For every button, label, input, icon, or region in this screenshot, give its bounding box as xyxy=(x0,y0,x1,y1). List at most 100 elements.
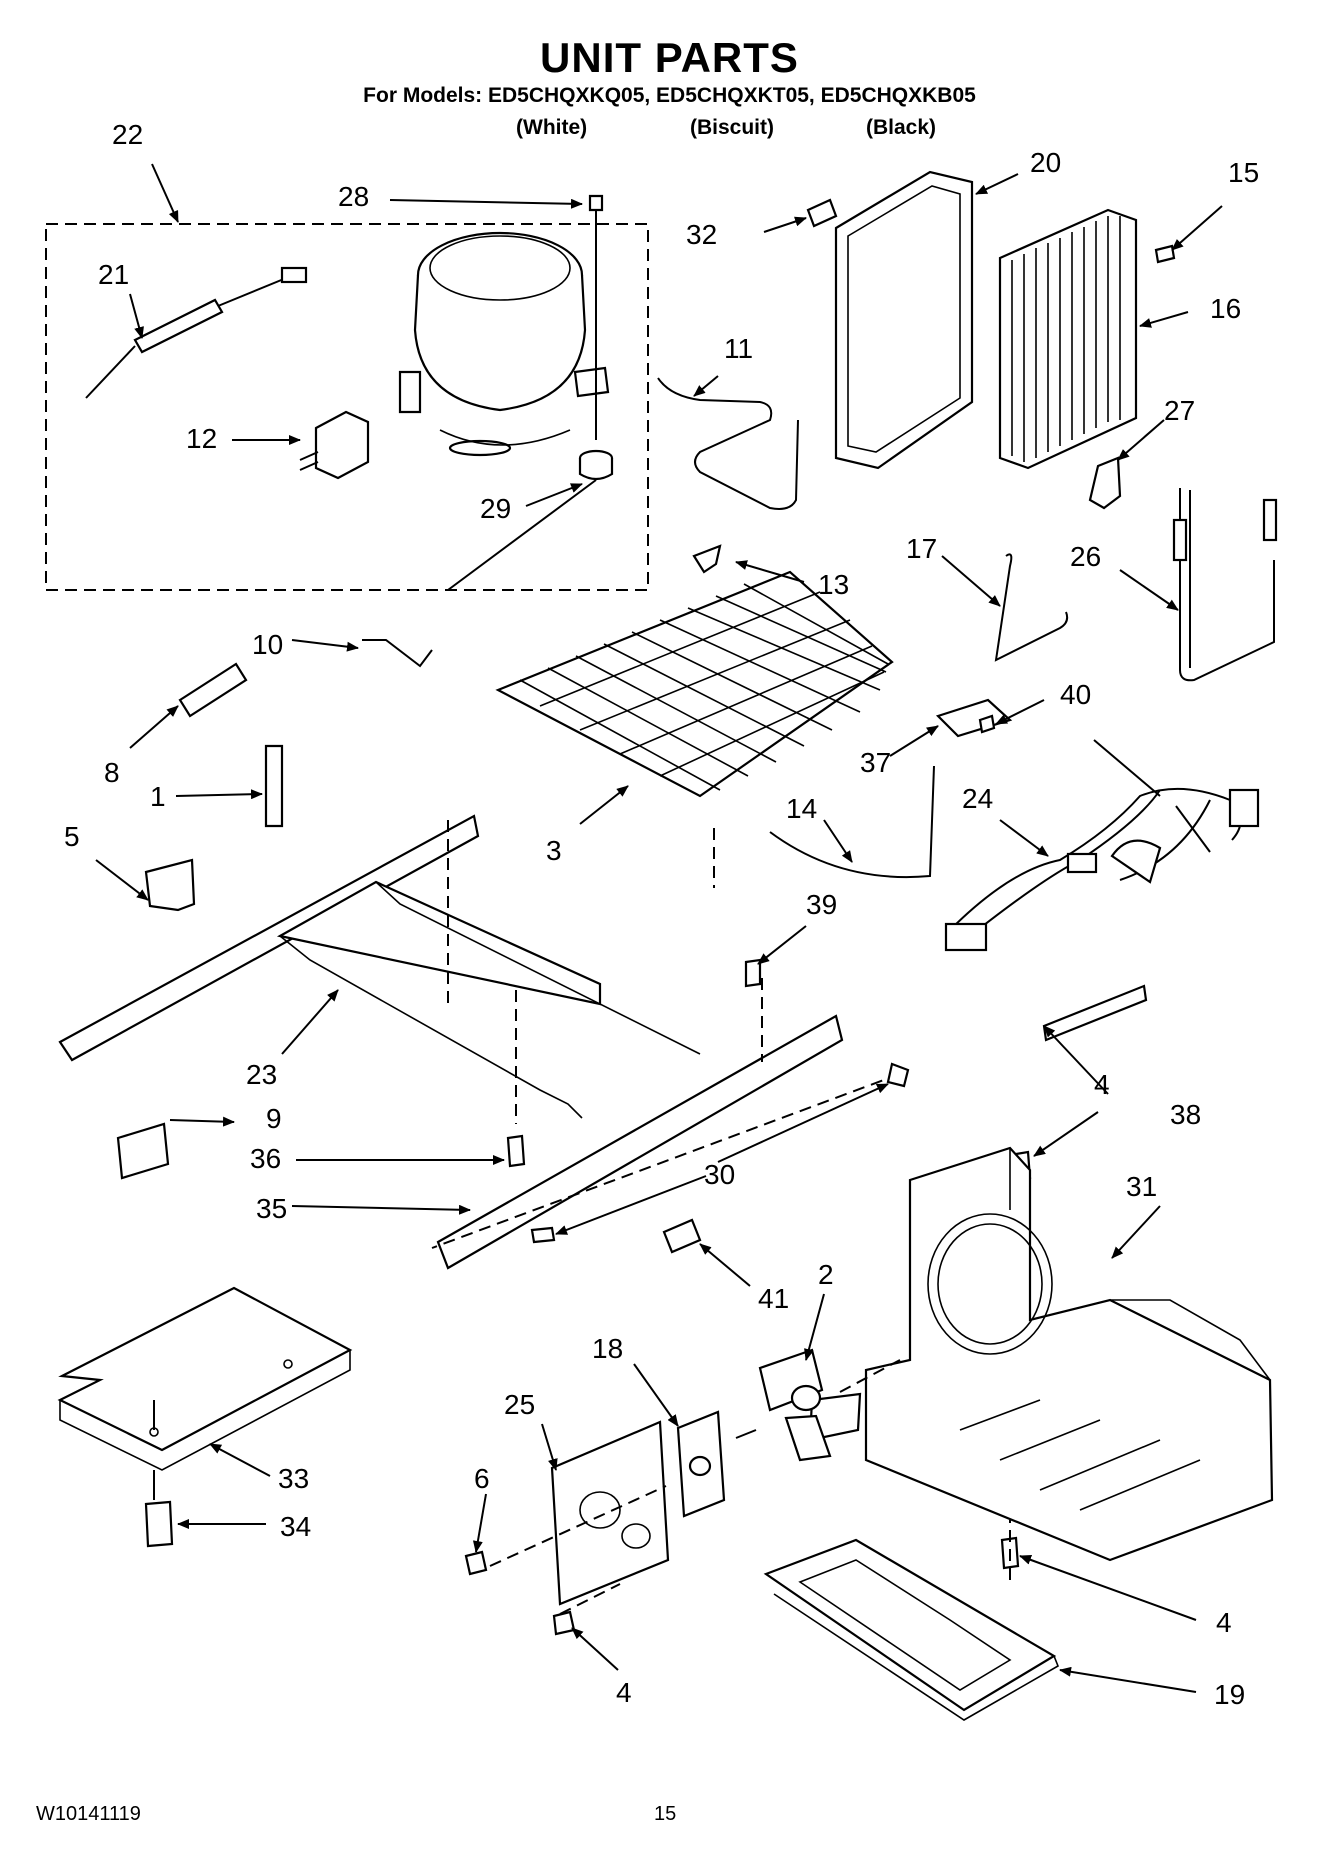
callout-8: 8 xyxy=(104,757,120,788)
callout-28: 28 xyxy=(338,181,369,212)
callout-23: 23 xyxy=(246,1059,277,1090)
leader-28 xyxy=(389,198,583,209)
callout-20: 20 xyxy=(1030,147,1061,178)
callout-17: 17 xyxy=(906,533,937,564)
leader-30b xyxy=(555,1175,707,1235)
color-black: (Black) xyxy=(866,116,937,139)
callout-30: 30 xyxy=(704,1159,735,1190)
callout-5: 5 xyxy=(64,821,80,852)
leader-21 xyxy=(129,293,144,339)
screw-15 xyxy=(1154,244,1176,264)
frame-rails-23 xyxy=(58,479,715,1124)
leader-30a xyxy=(717,1083,889,1163)
callout-3: 3 xyxy=(546,835,562,866)
leader-38 xyxy=(1043,1025,1109,1095)
leader-31 xyxy=(1111,1205,1161,1259)
callout-32: 32 xyxy=(686,219,717,250)
callout-34: 34 xyxy=(280,1511,311,1542)
callout-35: 35 xyxy=(256,1193,287,1224)
leader-41 xyxy=(699,1243,751,1287)
filter-drier xyxy=(85,266,308,399)
callout-9: 9 xyxy=(266,1103,282,1134)
leader-1 xyxy=(175,789,263,800)
leader-4c xyxy=(571,1627,619,1671)
condenser-shroud xyxy=(806,170,974,470)
compressor xyxy=(398,231,610,457)
color-biscuit: (Biscuit) xyxy=(690,116,774,139)
callout-11: 11 xyxy=(724,333,753,364)
page-number: 15 xyxy=(654,1803,677,1825)
leader-33 xyxy=(209,1443,271,1477)
callout-15: 15 xyxy=(1228,157,1259,188)
insulation-33 xyxy=(57,1286,353,1500)
models-line: For Models: ED5CHQXKQ05, ED5CHQXKT05, ED… xyxy=(363,84,976,107)
wiring-harness xyxy=(944,739,1260,952)
callout-1: 1 xyxy=(150,781,166,812)
leader-16 xyxy=(1139,311,1189,328)
tubes-26 xyxy=(1172,488,1278,682)
callout-37: 37 xyxy=(860,747,891,778)
callout-36: 36 xyxy=(250,1143,281,1174)
screw-30a xyxy=(886,1062,910,1088)
drain-pan-19 xyxy=(763,1538,1060,1721)
callout-18: 18 xyxy=(592,1333,623,1364)
leader-40 xyxy=(995,699,1045,725)
leader-9 xyxy=(169,1116,235,1127)
leader-17 xyxy=(941,555,1001,607)
callout-33: 33 xyxy=(278,1463,309,1494)
leader-6 xyxy=(472,1493,487,1553)
leader-3 xyxy=(579,785,629,825)
callout-27: 27 xyxy=(1164,395,1195,426)
grommet-41 xyxy=(662,1218,702,1254)
callout-25: 25 xyxy=(504,1389,535,1420)
leader-13 xyxy=(735,560,805,583)
evaporator xyxy=(495,570,894,798)
cable-tie-38 xyxy=(1042,984,1148,1042)
leader-24 xyxy=(999,819,1049,857)
grommet-34 xyxy=(144,1500,174,1548)
leader-29 xyxy=(525,483,583,507)
compressor-group-box xyxy=(45,223,649,591)
screw-6 xyxy=(464,1550,488,1576)
leader-23 xyxy=(281,989,339,1055)
screw-36 xyxy=(506,1134,526,1168)
leader-25 xyxy=(541,1423,558,1471)
page-title: UNIT PARTS xyxy=(540,34,799,81)
callout-12: 12 xyxy=(186,423,217,454)
clip-13 xyxy=(692,544,722,574)
leader-18 xyxy=(633,1363,679,1427)
screw-30b xyxy=(530,1226,556,1244)
tube-14 xyxy=(769,765,935,879)
rail-35 xyxy=(431,978,901,1270)
bracket-37 xyxy=(935,698,1013,738)
leader-10 xyxy=(291,639,359,652)
compressor-bolt xyxy=(588,194,604,440)
callout-4c: 4 xyxy=(616,1677,632,1708)
callout-10: 10 xyxy=(252,629,283,660)
callout-13: 13 xyxy=(818,569,849,600)
fan-blade-2 xyxy=(758,1348,901,1462)
callout-4b: 4 xyxy=(1216,1607,1232,1638)
callout-4a: 4 xyxy=(1094,1069,1110,1100)
screw-40 xyxy=(978,714,996,734)
leader-8 xyxy=(129,705,179,749)
leader-27 xyxy=(1117,419,1165,461)
screw-39 xyxy=(744,958,762,988)
callout-39: 39 xyxy=(806,889,837,920)
leader-20 xyxy=(975,173,1019,195)
clip-10 xyxy=(362,639,433,668)
leader-39 xyxy=(757,925,807,965)
tube-8 xyxy=(178,662,248,718)
document-number: W10141119 xyxy=(36,1803,141,1825)
leader-4a xyxy=(1033,1111,1099,1157)
tube-11 xyxy=(657,377,799,510)
callout-29: 29 xyxy=(480,493,511,524)
fan-motor-18 xyxy=(676,1410,757,1518)
motor-bracket-25 xyxy=(489,1420,670,1615)
leader-11 xyxy=(693,375,719,397)
leader-26 xyxy=(1119,569,1179,611)
fan-bracket-31 xyxy=(864,1146,1274,1580)
callout-14: 14 xyxy=(786,793,817,824)
wire-17 xyxy=(994,553,1069,662)
